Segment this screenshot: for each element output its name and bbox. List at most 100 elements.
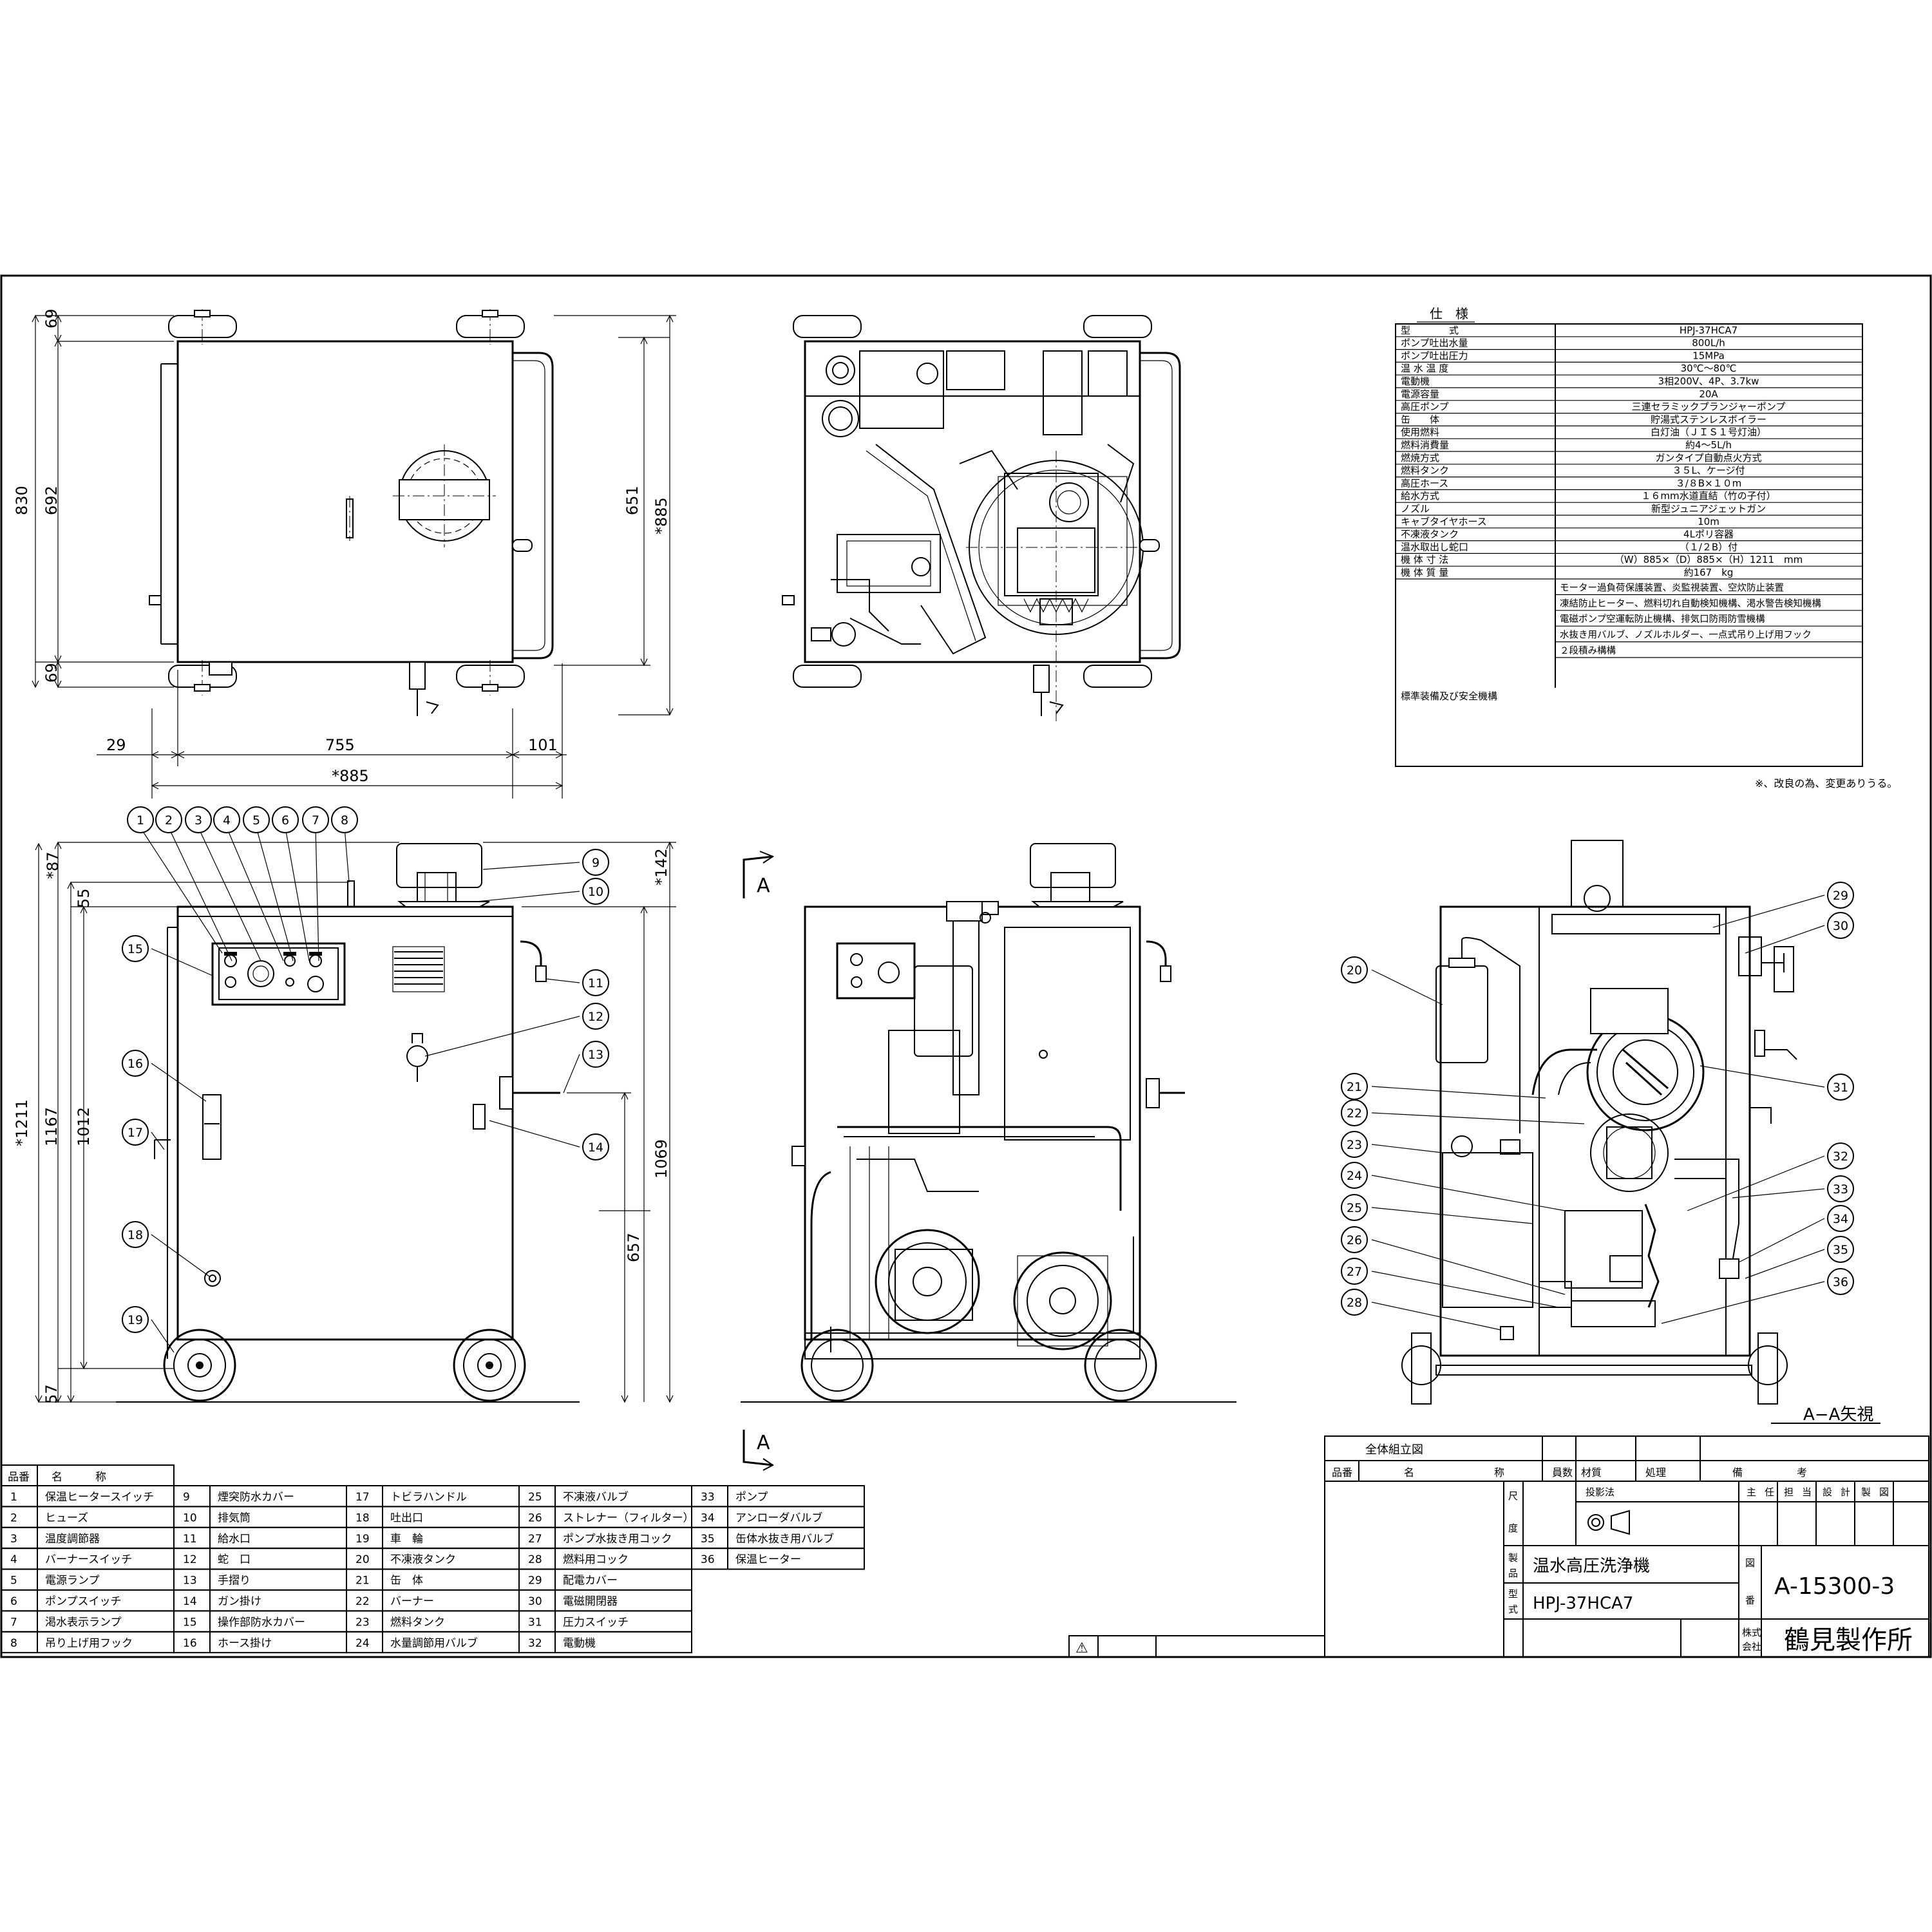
balloon-number: 32	[1833, 1150, 1848, 1164]
parts-header-name: 名 称	[52, 1471, 106, 1484]
balloon-25: 25	[1341, 1194, 1368, 1221]
part-number: 32	[528, 1637, 542, 1650]
balloon-16: 16	[122, 1050, 149, 1077]
part-name: ヒューズ	[45, 1511, 88, 1524]
balloon-number: 34	[1833, 1212, 1848, 1226]
spec-row-label: 燃焼方式	[1401, 452, 1439, 464]
balloon-number: 31	[1833, 1081, 1848, 1095]
part-name: 操作部防水カバー	[218, 1616, 305, 1629]
spec-row-value: １６mm水道直結（竹の子付）	[1641, 490, 1776, 502]
balloon-number: 9	[592, 856, 600, 870]
part-number: 23	[355, 1616, 370, 1629]
spec-row-label: 型 式	[1401, 325, 1459, 336]
company-name: 鶴見製作所	[1784, 1625, 1913, 1655]
model-label-2: 式	[1508, 1604, 1518, 1615]
dim-1167: 1167	[43, 1107, 61, 1146]
balloon-number: 20	[1347, 963, 1362, 978]
dim-55: 55	[75, 888, 93, 908]
part-number: 15	[183, 1616, 197, 1629]
part-name: 不凍液タンク	[390, 1553, 456, 1566]
role-label-6: 計	[1841, 1486, 1850, 1498]
spec-row-value: ３/８B×１０m	[1676, 477, 1742, 489]
part-number: 24	[355, 1637, 370, 1650]
part-name: 燃料タンク	[390, 1616, 445, 1629]
front-view: *87 55 *142 *1211 1167 1012 1069 657 57	[13, 841, 676, 1404]
part-number: 10	[183, 1511, 197, 1524]
motor-pulley	[1013, 1251, 1112, 1350]
part-name: 蛇 口	[218, 1553, 251, 1566]
title-block-header: 備	[1732, 1466, 1743, 1479]
balloon-number: 1	[137, 813, 144, 828]
part-number: 28	[528, 1553, 542, 1566]
balloon-10: 10	[582, 878, 609, 905]
dim-830: 830	[13, 486, 31, 515]
drawing-no-label-2: 番	[1745, 1595, 1755, 1606]
balloon-11: 11	[582, 969, 609, 996]
wheel-front-left	[163, 1329, 236, 1402]
role-label-3: 担	[1784, 1486, 1794, 1498]
spec-row-value: 30℃〜80℃	[1681, 363, 1737, 374]
spec-row-label: 機 体 質 量	[1401, 567, 1448, 578]
dim-885-horizontal: *885	[332, 767, 369, 785]
balloon-number: 21	[1347, 1080, 1362, 1094]
balloon-34: 34	[1827, 1205, 1854, 1232]
part-name: アンローダバルブ	[735, 1511, 822, 1524]
part-number: 6	[10, 1595, 17, 1608]
plan-view-left: 69 830 692 69 651 *885 29 755 101 *885	[13, 308, 676, 799]
part-name: ホース掛け	[218, 1637, 272, 1650]
part-number: 20	[355, 1553, 370, 1566]
balloon-number: 16	[128, 1057, 143, 1071]
part-number: 19	[355, 1533, 370, 1546]
part-name: 渇水表示ランプ	[45, 1616, 122, 1629]
part-number: 33	[701, 1491, 715, 1504]
role-label-8: 図	[1879, 1486, 1889, 1498]
projection-label: 投影法	[1586, 1486, 1615, 1498]
part-number: 29	[528, 1575, 542, 1587]
part-number: 2	[10, 1511, 17, 1524]
spec-note: ※、改良の為、変更ありうる。	[1755, 777, 1897, 790]
part-number: 26	[528, 1511, 542, 1524]
balloon-26: 26	[1341, 1226, 1368, 1253]
balloon-24: 24	[1341, 1162, 1368, 1189]
part-number: 18	[355, 1511, 370, 1524]
balloon-number: 6	[281, 813, 289, 828]
balloon-22: 22	[1341, 1099, 1368, 1126]
part-number: 17	[355, 1491, 370, 1504]
title-block: 全体組立図 品番名称員数材質処理備考 主 任 担 当 設 計 製 図 尺 度 投…	[1068, 1435, 1929, 1658]
spec-row-value: 3相200V、4P、3.7kw	[1658, 375, 1759, 387]
balloon-20: 20	[1341, 956, 1368, 983]
balloon-36: 36	[1827, 1268, 1854, 1295]
handrail-top	[513, 352, 554, 659]
balloon-number: 12	[588, 1010, 603, 1024]
balloon-14: 14	[582, 1133, 609, 1160]
dim-69-top: 69	[43, 308, 61, 328]
spec-row-value: （１/２B）付	[1680, 541, 1738, 553]
part-name: ポンプ水抜き用コック	[563, 1533, 672, 1546]
role-label-4: 当	[1802, 1486, 1812, 1498]
spec-row-label: キャブタイヤホース	[1401, 516, 1487, 527]
part-number: 22	[355, 1595, 370, 1608]
spec-row-label: 缶 体	[1401, 413, 1439, 425]
spec-row-value: 4Lポリ容器	[1683, 529, 1734, 540]
spec-row-label: 高圧ホース	[1401, 477, 1448, 489]
part-name: 圧力スイッチ	[563, 1616, 629, 1629]
spec-row-value: ガンタイプ自動点火方式	[1655, 452, 1761, 464]
part-name: 燃料用コック	[563, 1553, 629, 1566]
spec-row-label: 機 体 寸 法	[1401, 554, 1448, 565]
scale-label-2: 度	[1508, 1522, 1518, 1534]
part-name: ストレナー（フィルター）	[563, 1511, 694, 1524]
balloon-number: 23	[1347, 1138, 1362, 1152]
spec-row-label: 温水取出し蛇口	[1401, 541, 1468, 553]
part-name: 電源ランプ	[45, 1575, 100, 1587]
spec-row-value: 約167 kg	[1684, 567, 1734, 578]
balloon-27: 27	[1341, 1258, 1368, 1285]
dim-69-bottom: 69	[43, 663, 61, 683]
part-number: 11	[183, 1533, 197, 1546]
balloon-8: 8	[331, 806, 358, 833]
part-name: 吐出口	[390, 1511, 423, 1524]
balloon-28: 28	[1341, 1289, 1368, 1316]
